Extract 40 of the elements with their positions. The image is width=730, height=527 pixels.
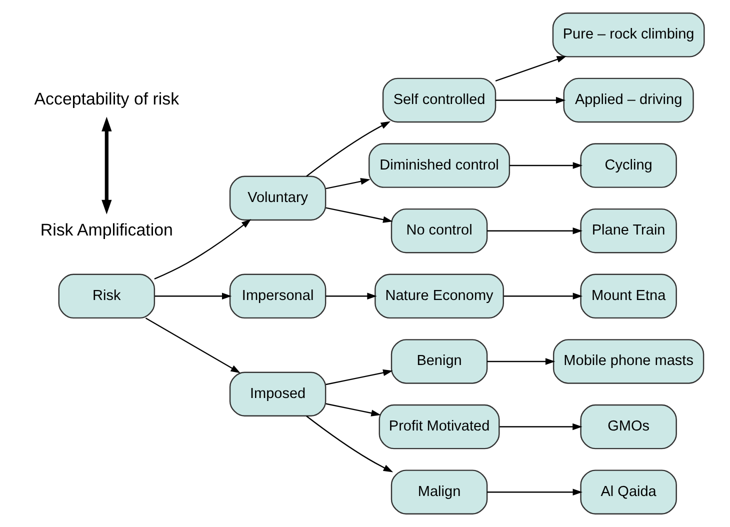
arrow bbox=[486, 358, 555, 365]
node-box: Diminished control bbox=[368, 143, 510, 188]
arrow bbox=[325, 292, 376, 300]
node-box: Pure – rock climbing bbox=[552, 12, 704, 58]
node-box: Nature Economy bbox=[374, 274, 504, 319]
node-box: Imposed bbox=[228, 372, 326, 416]
arrow bbox=[509, 162, 582, 169]
node-box: GMOs bbox=[580, 404, 676, 450]
arrow bbox=[325, 207, 392, 223]
node-text: Acceptability of risk bbox=[34, 90, 179, 109]
node-box: Profit Motivated bbox=[378, 404, 500, 450]
node-box: Impersonal bbox=[228, 274, 326, 319]
arrow bbox=[306, 121, 390, 177]
arrow bbox=[306, 416, 393, 472]
arrow bbox=[494, 56, 566, 82]
node-box: No control bbox=[390, 208, 488, 254]
arrow bbox=[495, 96, 566, 104]
arrow bbox=[325, 178, 370, 190]
arrow bbox=[144, 318, 240, 374]
node-box: Mount Etna bbox=[580, 274, 676, 319]
node-box: Voluntary bbox=[228, 176, 326, 221]
arrow bbox=[101, 116, 112, 214]
arrow bbox=[154, 219, 251, 280]
arrow bbox=[325, 369, 392, 386]
node-box: Cycling bbox=[580, 143, 676, 188]
node-box: Benign bbox=[390, 339, 488, 384]
node-box: Malign bbox=[390, 470, 488, 514]
node-box: Plane Train bbox=[580, 208, 676, 254]
arrow bbox=[499, 423, 582, 430]
node-box: Al Qaida bbox=[580, 470, 676, 514]
node-box: Applied – driving bbox=[562, 78, 694, 123]
node-box: Risk bbox=[58, 274, 155, 319]
node-text: Risk Amplification bbox=[40, 220, 172, 240]
arrow bbox=[486, 227, 582, 234]
arrow bbox=[154, 292, 232, 300]
arrow bbox=[486, 488, 582, 496]
node-box: Mobile phone masts bbox=[552, 339, 704, 384]
arrow bbox=[325, 403, 380, 416]
node-box: Self controlled bbox=[382, 78, 496, 123]
arrow bbox=[503, 292, 582, 300]
